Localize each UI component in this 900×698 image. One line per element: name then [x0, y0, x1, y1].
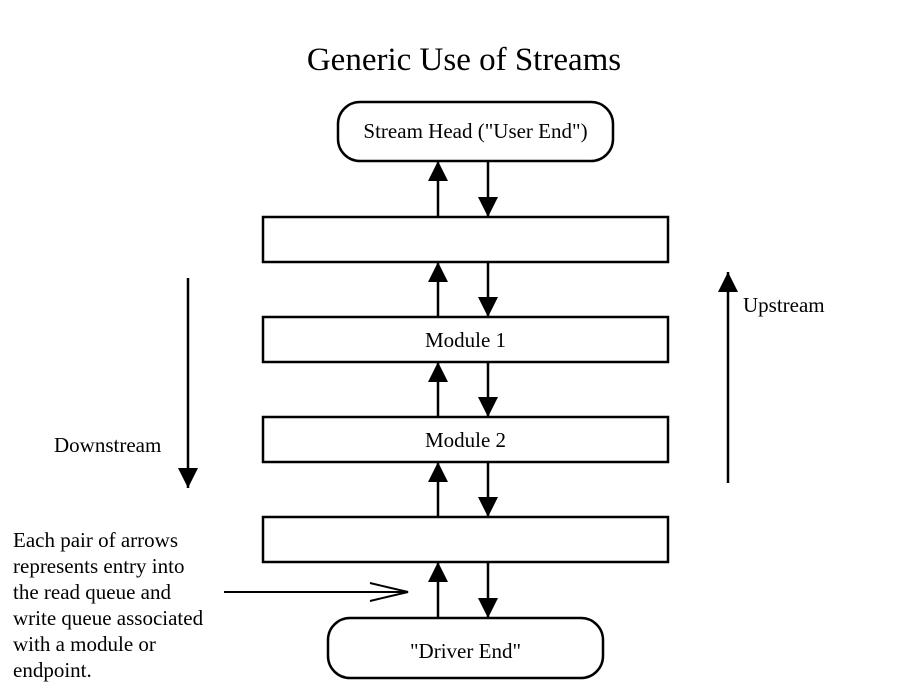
note-line: the read queue and [13, 580, 172, 604]
bottom-blank-module-box [261, 515, 670, 564]
stream-head-label: Stream Head ("User End") [363, 119, 588, 143]
module-2-label: Module 2 [424, 428, 507, 452]
module-2-box [261, 415, 670, 464]
downstream-label: Downstream [54, 433, 162, 457]
arrow-pair-head-top [428, 161, 498, 217]
arrow-pair-bottom-driver [428, 562, 498, 618]
note-line: Each pair of arrows [13, 528, 179, 552]
stream-head-box [336, 100, 615, 163]
note-line: with a module or [13, 632, 156, 656]
note-line: represents entry into [13, 554, 185, 578]
note-line: endpoint. [13, 658, 92, 682]
driver-end-box [326, 616, 605, 680]
note-line: write queue associated [13, 606, 204, 630]
module-1-box [261, 315, 670, 364]
arrow-pair-module2-bottom [428, 462, 498, 517]
upstream-label: Upstream [743, 293, 825, 317]
module-1-label: Module 1 [424, 328, 507, 352]
driver-end-label: "Driver End" [409, 639, 522, 663]
arrow-pair-note: Each pair of arrows represents entry int… [13, 527, 253, 683]
top-blank-module-box [261, 215, 670, 264]
diagram-title: Generic Use of Streams [306, 42, 622, 78]
arrow-pair-top-module1 [428, 262, 498, 317]
arrow-pair-module1-module2 [428, 362, 498, 417]
note-pointer-arrow-icon [224, 582, 409, 602]
